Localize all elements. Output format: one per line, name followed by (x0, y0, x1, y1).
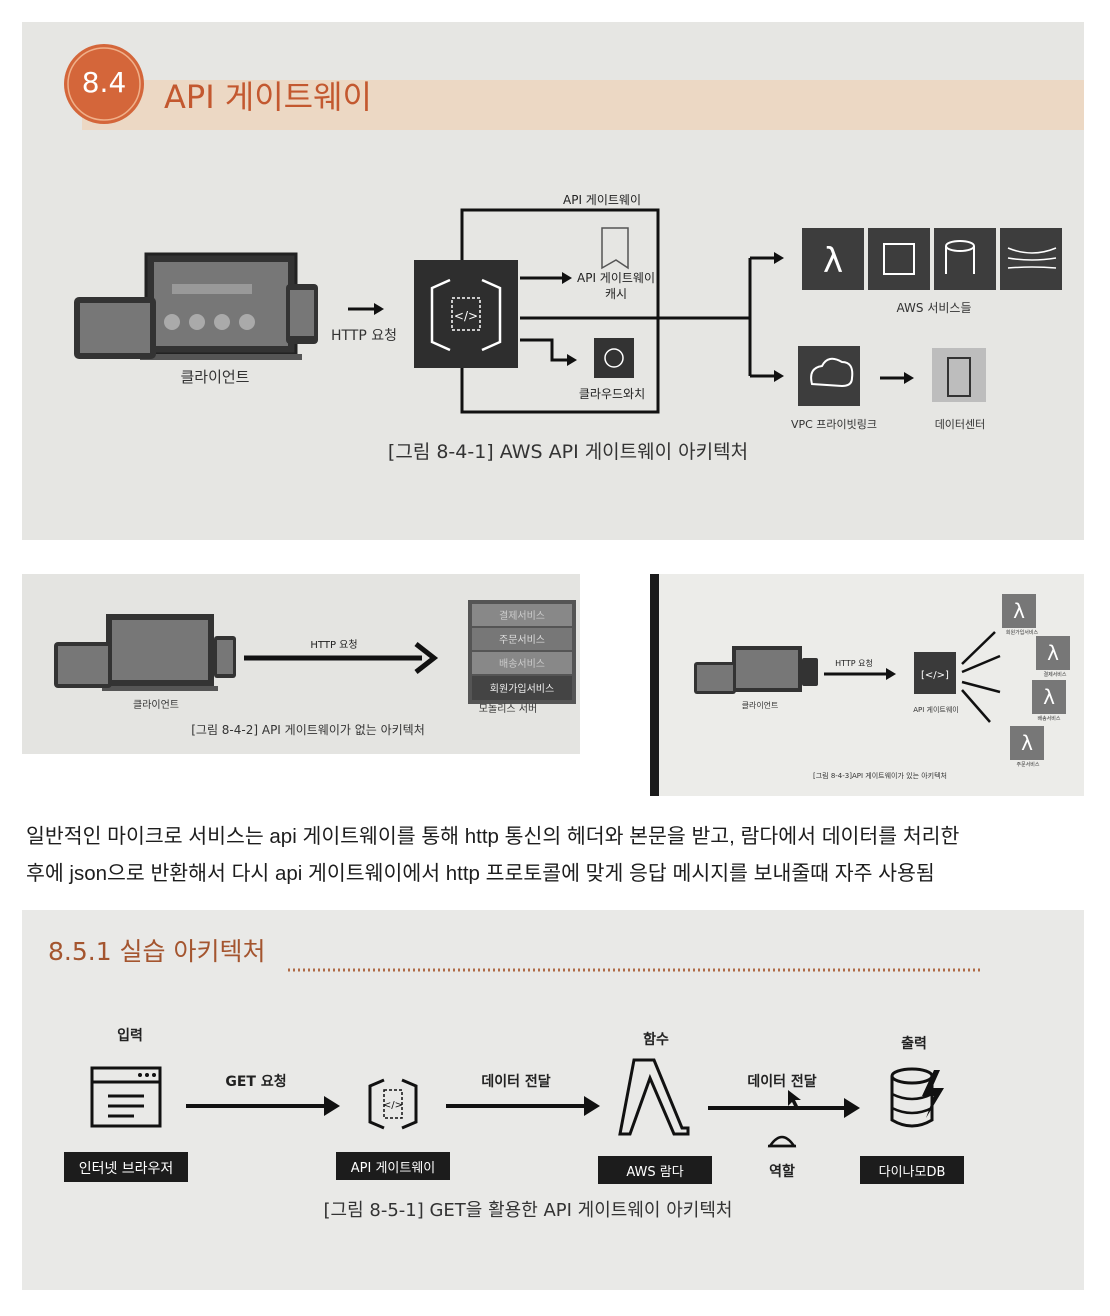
http-request-label: HTTP 요청 (310, 639, 357, 651)
lambda-label: 회원가입서비스 (1006, 629, 1039, 636)
http-request-label: HTTP 요청 (835, 659, 873, 668)
server-label: 모놀리스 서버 (479, 703, 537, 715)
section-title: 8.5.1 실습 아키텍처 (48, 937, 266, 966)
client-devices-icon (74, 252, 318, 360)
data-transfer-label: 데이터 전달 (481, 1073, 550, 1090)
dynamodb-label: 다이나모DB (879, 1165, 946, 1180)
header-band (82, 80, 1084, 130)
section-title: API 게이트웨이 (164, 78, 372, 116)
figure-8-4-2-photo: 클라이언트 HTTP 요청 결제서비스 주문서비스 배송서비스 회원가입서비스 … (22, 574, 580, 754)
dynamodb-icon (890, 1067, 944, 1128)
lambda-label-box (598, 1156, 712, 1184)
api-gateway-label: API 게이트웨이 (351, 1161, 436, 1176)
svg-text:λ: λ (1047, 641, 1059, 665)
lambda-label: AWS 람다 (626, 1165, 683, 1180)
http-request-label: HTTP 요청 (331, 328, 397, 344)
client-label: 클라이언트 (742, 700, 779, 710)
aws-services-icons: λ (802, 228, 1062, 290)
api-gateway-label: API 게이트웨이 (913, 705, 959, 714)
figure-caption: [그림 8-4-1] AWS API 게이트웨이 아키텍처 (388, 441, 748, 463)
browser-label-box (64, 1152, 188, 1182)
client-label: 클라이언트 (133, 699, 179, 711)
dynamodb-label-box (860, 1156, 964, 1184)
figure-8-4-1-photo: 8.4 API 게이트웨이 클라이언트 HTTP 요청 API 게이트웨이 </… (22, 22, 1084, 540)
datacenter-icon (932, 348, 986, 402)
lambda-label: 주문서비스 (1016, 761, 1039, 768)
input-label: 입력 (117, 1028, 143, 1044)
browser-label: 인터넷 브라우저 (79, 1161, 174, 1177)
svg-text:결제서비스: 결제서비스 (499, 610, 545, 622)
service-list: 결제서비스 주문서비스 배송서비스 회원가입서비스 (472, 604, 572, 700)
output-label: 출력 (901, 1035, 927, 1052)
svg-text:회원가입서비스: 회원가입서비스 (490, 682, 554, 695)
api-gateway-icon: </> (368, 1078, 418, 1130)
get-request-label: GET 요청 (225, 1074, 286, 1090)
browser-icon (90, 1066, 162, 1128)
svg-text:λ: λ (1043, 685, 1055, 709)
figure-caption: [그림 8-4-2] API 게이트웨이가 없는 아키텍처 (191, 723, 425, 737)
svg-text:[</>]: [</>] (921, 670, 949, 681)
figure-8-5-1-photo: 8.5.1 실습 아키텍처 입력 함수 출력 인터넷 브라우저 GET 요청 <… (22, 910, 1084, 1290)
cache-label-line1: API 게이트웨이 (577, 271, 655, 285)
role-helmet-icon (767, 1135, 797, 1148)
svg-text:λ: λ (823, 241, 843, 281)
aws-services-label: AWS 서비스들 (896, 301, 971, 315)
lambda-label: 배송서비스 (1037, 715, 1060, 722)
data-transfer-label: 데이터 전달 (747, 1073, 816, 1090)
svg-text:λ: λ (1013, 599, 1025, 623)
body-text: 일반적인 마이크로 서비스는 api 게이트웨이를 통해 http 통신의 헤더… (26, 818, 1090, 892)
cursor-icon (788, 1090, 801, 1110)
datacenter-label: 데이터센터 (935, 418, 986, 431)
body-text-line: 일반적인 마이크로 서비스는 api 게이트웨이를 통해 http 통신의 헤더… (26, 825, 960, 848)
vpc-privatelink-icon (798, 346, 860, 406)
svg-text:λ: λ (1021, 731, 1033, 755)
lambda-label: 결제서비스 (1043, 671, 1066, 678)
api-gateway-icon (914, 652, 956, 694)
body-text-line: 후에 json으로 반환해서 다시 api 게이트웨이에서 http 프로토콜에… (26, 862, 935, 885)
figure-caption: [그림 8-5-1] GET을 활용한 API 게이트웨이 아키텍처 (324, 1200, 733, 1221)
role-label: 역할 (769, 1163, 795, 1180)
section-number: 8.4 (82, 66, 127, 99)
client-label: 클라이언트 (180, 368, 249, 386)
lambda-icon (618, 1058, 690, 1136)
client-devices-icon (54, 614, 236, 691)
api-gateway-box-label: API 게이트웨이 (563, 193, 641, 207)
svg-text:</>: </> (454, 309, 478, 323)
function-label: 함수 (643, 1031, 669, 1048)
client-devices-icon (694, 646, 818, 694)
vpc-label: VPC 프라이빗링크 (791, 418, 877, 431)
svg-text:</>: </> (383, 1100, 403, 1111)
svg-text:주문서비스: 주문서비스 (499, 634, 545, 646)
cache-icon (601, 227, 629, 270)
cloudwatch-label: 클라우드와치 (579, 387, 645, 401)
svg-text:배송서비스: 배송서비스 (499, 658, 545, 670)
cache-label-line2: 캐시 (605, 287, 627, 301)
figure-8-4-3-photo: 클라이언트 HTTP 요청 [</>] API 게이트웨이 λ λ λ λ 회원… (650, 574, 1084, 796)
figure-caption: [그림 8-4-3]API 게이트웨이가 있는 아키텍처 (813, 771, 947, 780)
api-gateway-label-box (336, 1152, 450, 1180)
section-number-circle (64, 44, 144, 124)
lambda-icons: λ λ λ λ (1002, 594, 1070, 760)
fan-out-arrows (961, 631, 1001, 723)
cloudwatch-icon (594, 338, 634, 378)
